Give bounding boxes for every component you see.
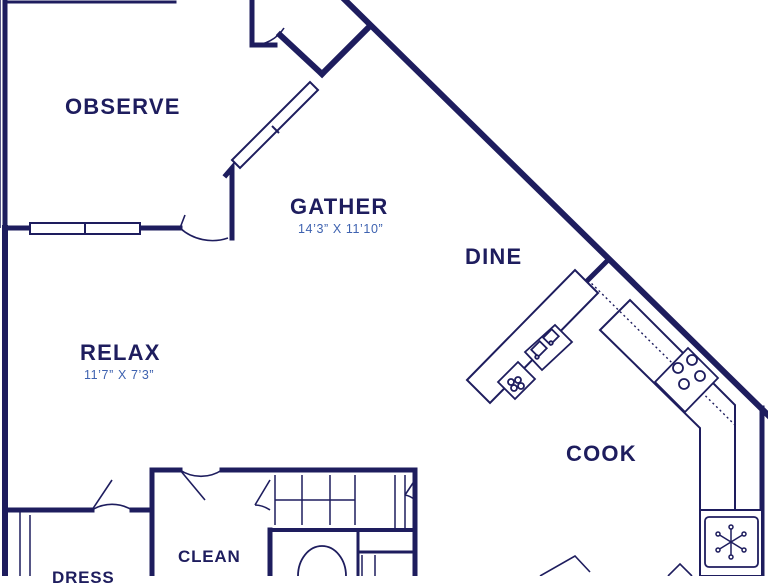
- door-swing-observe-bottom: [179, 214, 229, 242]
- kitchen-island: [465, 268, 600, 405]
- wall-details: [0, 0, 406, 576]
- room-label-cook: COOK: [566, 441, 637, 466]
- stovetop-icon: [653, 346, 720, 414]
- door-swing-kitchen-b: [667, 562, 693, 576]
- door-swing-closet: [254, 479, 271, 511]
- floor-plan-drawing: [0, 0, 768, 576]
- upper-cabinet-lines: [587, 279, 736, 505]
- room-label-dine: DINE: [465, 244, 523, 269]
- room-dimensions-relax: 11’7” X 7’3”: [84, 368, 155, 382]
- dishwasher-icon: [496, 360, 537, 401]
- wall-observe-east-upper: [249, 0, 278, 48]
- wall-observe-south-east: [222, 161, 235, 241]
- kitchen-counter-l: [598, 298, 736, 511]
- toilet-icon: [297, 545, 347, 576]
- snowflake-icon: [704, 516, 759, 568]
- room-label-dress: DRESS: [52, 568, 115, 587]
- room-label-relax: RELAX: [80, 340, 161, 365]
- wall-dine-stub: [584, 257, 611, 284]
- door-swing-bath: [404, 479, 416, 501]
- sink-icon: [523, 323, 574, 372]
- room-dimensions-gather: 14’3” X 11’10”: [298, 222, 384, 236]
- room-label-observe: OBSERVE: [65, 94, 181, 119]
- door-swing-dress: [91, 479, 133, 511]
- walls: [2, 0, 768, 576]
- wall-observe-east-stub: [317, 23, 373, 79]
- room-label-clean: CLEAN: [178, 547, 241, 566]
- wall-observe-diagonal: [275, 30, 327, 79]
- door-swing-kitchen-a: [539, 554, 591, 576]
- window-observe-diagonal: [230, 80, 320, 170]
- windows: [29, 80, 320, 235]
- fixtures: [297, 323, 759, 576]
- doors: [91, 8, 693, 576]
- door-swing-observe-top: [251, 8, 285, 46]
- wall-exterior-diagonal: [340, 0, 768, 420]
- door-swing-clean: [179, 469, 223, 501]
- room-label-gather: GATHER: [290, 194, 389, 219]
